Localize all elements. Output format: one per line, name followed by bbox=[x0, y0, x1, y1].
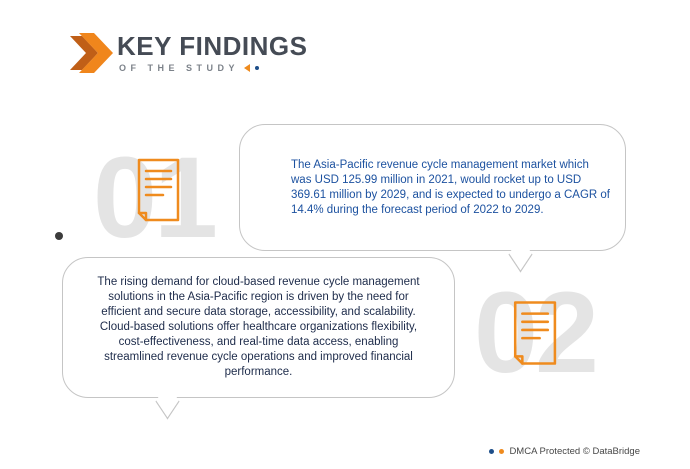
finding-2-bubble: The rising demand for cloud-based revenu… bbox=[62, 257, 455, 420]
subtitle-arrow-icon bbox=[244, 64, 251, 72]
page-title: KEY FINDINGS bbox=[117, 31, 308, 61]
bubble-tail bbox=[508, 236, 533, 273]
document-icon bbox=[503, 297, 560, 374]
bubble-tail bbox=[155, 383, 180, 420]
double-chevron-icon bbox=[70, 33, 113, 73]
brand-chevron-logo bbox=[70, 33, 114, 73]
finding-2-number: 02 bbox=[474, 269, 599, 397]
dot-icon-orange bbox=[499, 449, 505, 454]
finding-2-text: The rising demand for cloud-based revenu… bbox=[97, 276, 420, 378]
page-subtitle: OF THE STUDY bbox=[119, 63, 240, 73]
document-icon bbox=[127, 157, 183, 228]
subtitle-dot-icon bbox=[255, 66, 260, 70]
dmca-text: DMCA Protected © DataBridge bbox=[509, 446, 640, 457]
bullet-dot bbox=[55, 232, 63, 240]
finding-1-bubble: The Asia-Pacific revenue cycle managemen… bbox=[239, 124, 626, 273]
finding-1-text: The Asia-Pacific revenue cycle managemen… bbox=[291, 158, 611, 216]
dmca-footer: DMCA Protected © DataBridge bbox=[489, 446, 640, 457]
page-subtitle-row: OF THE STUDY bbox=[119, 63, 260, 73]
dot-icon-blue bbox=[489, 449, 495, 454]
